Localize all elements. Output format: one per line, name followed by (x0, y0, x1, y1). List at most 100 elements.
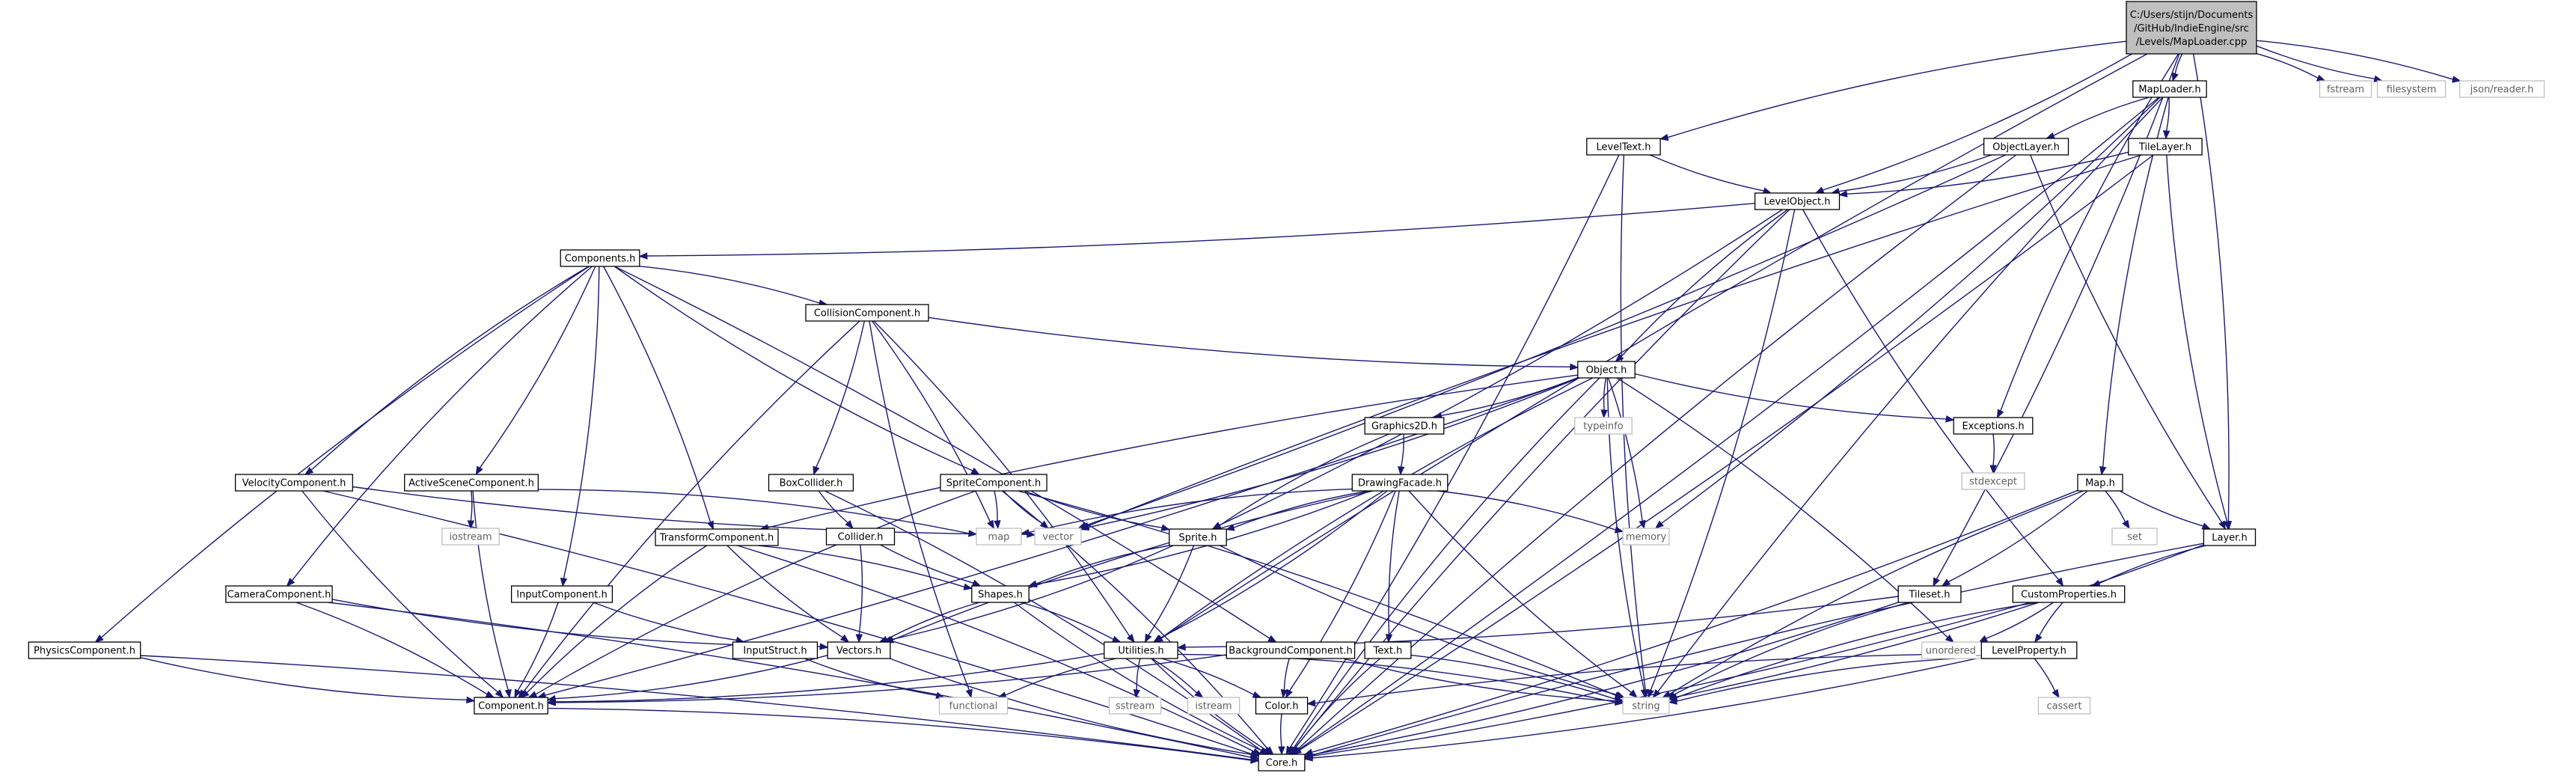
include-edge-MapLoader_h-to-TileLayer_h (2162, 97, 2170, 140)
include-node-functional: functional (938, 697, 1009, 715)
include-node-Object-h[interactable]: Object.h (1577, 361, 1636, 379)
include-edge-SpriteComponent_h-to-map (994, 490, 1001, 530)
include-edge-DrawingFacade_h-to-Sprite_h (1225, 490, 1370, 531)
node-box (1364, 417, 1445, 435)
node-box (825, 528, 896, 546)
include-node-Layer-h[interactable]: Layer.h (2203, 528, 2257, 546)
include-edge-TransformComponent_h-to-Core_h (737, 545, 1262, 755)
node-label: ActiveSceneComponent.h (409, 478, 534, 489)
include-edge-Components_h-to-InputComponent_h (560, 266, 600, 587)
node-label: functional (949, 701, 998, 712)
root-label-line: /GitHub/IndieEngine/src (2134, 23, 2249, 34)
include-edge-root-to-fstream (2256, 52, 2326, 82)
node-label: SpriteComponent.h (946, 478, 1041, 489)
node-box (2128, 138, 2203, 156)
root-file-node[interactable]: C:/Users/stijn/Documents/GitHub/IndieEng… (2126, 1, 2257, 55)
include-node-Sprite-h[interactable]: Sprite.h (1169, 528, 1227, 546)
include-node-BackgroundComponent-h[interactable]: BackgroundComponent.h (1226, 641, 1356, 659)
include-node-Utilities-h[interactable]: Utilities.h (1104, 641, 1178, 659)
node-label: TileLayer.h (2138, 142, 2191, 153)
include-node-istream: istream (1187, 697, 1240, 715)
node-label: Components.h (565, 254, 636, 265)
include-edge-CollisionComponent_h-to-map (871, 320, 995, 530)
include-node-LevelObject-h[interactable]: LevelObject.h (1754, 192, 1841, 210)
include-node-BoxCollider-h[interactable]: BoxCollider.h (768, 474, 854, 492)
include-node-string: string (1622, 697, 1670, 715)
include-node-CameraComponent-h[interactable]: CameraComponent.h (225, 585, 333, 603)
node-label: Exceptions.h (1962, 421, 2024, 433)
include-edge-Utilities_h-to-string (1178, 653, 1624, 706)
node-label: ObjectLayer.h (1992, 142, 2060, 153)
node-box (1255, 697, 1309, 715)
include-node-ActiveSceneComponent-h[interactable]: ActiveSceneComponent.h (404, 474, 539, 492)
include-edge-TransformComponent_h-to-Component_h (520, 545, 707, 698)
include-node-Map-h[interactable]: Map.h (2077, 474, 2123, 492)
include-node-PhysicsComponent-h[interactable]: PhysicsComponent.h (28, 641, 141, 659)
include-node-MapLoader-h[interactable]: MapLoader.h (2132, 80, 2207, 98)
include-node-CustomProperties-h[interactable]: CustomProperties.h (2012, 585, 2126, 603)
include-edge-Sprite_h-to-Utilities_h (1144, 545, 1195, 644)
include-node-Exceptions-h[interactable]: Exceptions.h (1953, 417, 2034, 435)
include-node-InputStruct-h[interactable]: InputStruct.h (732, 641, 819, 659)
include-node-TileLayer-h[interactable]: TileLayer.h (2128, 138, 2203, 156)
include-edge-MapLoader_h-to-memory (1654, 97, 2161, 529)
include-edge-LevelProperty_h-to-string (1668, 656, 1982, 705)
include-edge-BackgroundComponent_h-to-Component_h (546, 654, 1227, 706)
node-label: CameraComponent.h (227, 590, 331, 601)
include-edge-TileLayer_h-to-Core_h (1292, 154, 2154, 755)
include-edge-ObjectLayer_h-to-Layer_h (2030, 154, 2226, 531)
include-node-LevelProperty-h[interactable]: LevelProperty.h (1980, 641, 2078, 659)
node-box (1983, 138, 2069, 156)
include-edge-Components_h-to-PhysicsComponent_h (94, 266, 590, 643)
include-edge-Map_h-to-Tileset_h (1941, 490, 2088, 587)
include-node-VelocityComponent-h[interactable]: VelocityComponent.h (234, 474, 353, 492)
node-box (1622, 528, 1670, 546)
include-node-Text-h[interactable]: Text.h (1364, 641, 1412, 659)
include-node-Components-h[interactable]: Components.h (560, 249, 640, 267)
include-edge-Object_h-to-Exceptions_h (1635, 373, 1955, 423)
include-node-Collider-h[interactable]: Collider.h (825, 528, 896, 546)
include-node-memory: memory (1622, 528, 1670, 546)
node-label: LevelProperty.h (1992, 646, 2066, 657)
include-node-Color-h[interactable]: Color.h (1255, 697, 1309, 715)
include-node-SpriteComponent-h[interactable]: SpriteComponent.h (940, 474, 1047, 492)
node-label: istream (1195, 701, 1232, 712)
include-node-Shapes-h[interactable]: Shapes.h (971, 585, 1030, 603)
include-edge-CollisionComponent_h-to-Component_h (518, 320, 860, 698)
include-node-DrawingFacade-h[interactable]: DrawingFacade.h (1351, 474, 1448, 492)
include-edge-ActiveSceneComponent_h-to-Component_h (472, 490, 512, 699)
include-edge-Graphics2D_h-to-DrawingFacade_h (1398, 433, 1405, 476)
include-node-set: set (2111, 528, 2158, 546)
include-edge-DrawingFacade_h-to-Vectors_h (884, 490, 1374, 644)
include-edge-ActiveSceneComponent_h-to-iostream (467, 490, 475, 530)
node-box (2459, 80, 2545, 98)
include-edge-Exceptions_h-to-stdexcept (1989, 433, 1997, 474)
include-node-Graphics2D-h[interactable]: Graphics2D.h (1364, 417, 1445, 435)
include-edge-Object_h-to-memory (1607, 377, 1646, 530)
include-edge-Components_h-to-VelocityComponent_h (304, 266, 590, 475)
node-box (1104, 641, 1178, 659)
node-label: Object.h (1586, 365, 1627, 376)
include-edge-root-to-Tileset_h (1933, 53, 2180, 587)
include-node-TransformComponent-h[interactable]: TransformComponent.h (655, 528, 779, 546)
include-node-InputComponent-h[interactable]: InputComponent.h (510, 585, 614, 603)
include-node-Tileset-h[interactable]: Tileset.h (1897, 585, 1962, 603)
node-box (938, 697, 1009, 715)
node-label: Shapes.h (978, 590, 1023, 601)
include-edge-ActiveSceneComponent_h-to-map (538, 489, 978, 537)
node-box (1980, 641, 2078, 659)
include-edge-ObjectLayer_h-to-Core_h (1291, 154, 2017, 755)
include-edge-CollisionComponent_h-to-BoxCollider_h (813, 320, 866, 476)
include-node-ObjectLayer-h[interactable]: ObjectLayer.h (1983, 138, 2069, 156)
include-edge-root-to-LevelText_h (1659, 40, 2127, 141)
include-node-Core-h[interactable]: Core.h (1258, 754, 1306, 772)
node-box (2012, 585, 2126, 603)
include-node-Vectors-h[interactable]: Vectors.h (827, 641, 891, 659)
include-node-CollisionComponent-h[interactable]: CollisionComponent.h (805, 304, 929, 322)
node-label: Graphics2D.h (1371, 421, 1437, 433)
include-edge-Color_h-to-Core_h (1278, 713, 1285, 756)
node-box (234, 474, 353, 492)
include-node-Component-h[interactable]: Component.h (474, 697, 548, 715)
include-node-LevelText-h[interactable]: LevelText.h (1586, 138, 1661, 156)
